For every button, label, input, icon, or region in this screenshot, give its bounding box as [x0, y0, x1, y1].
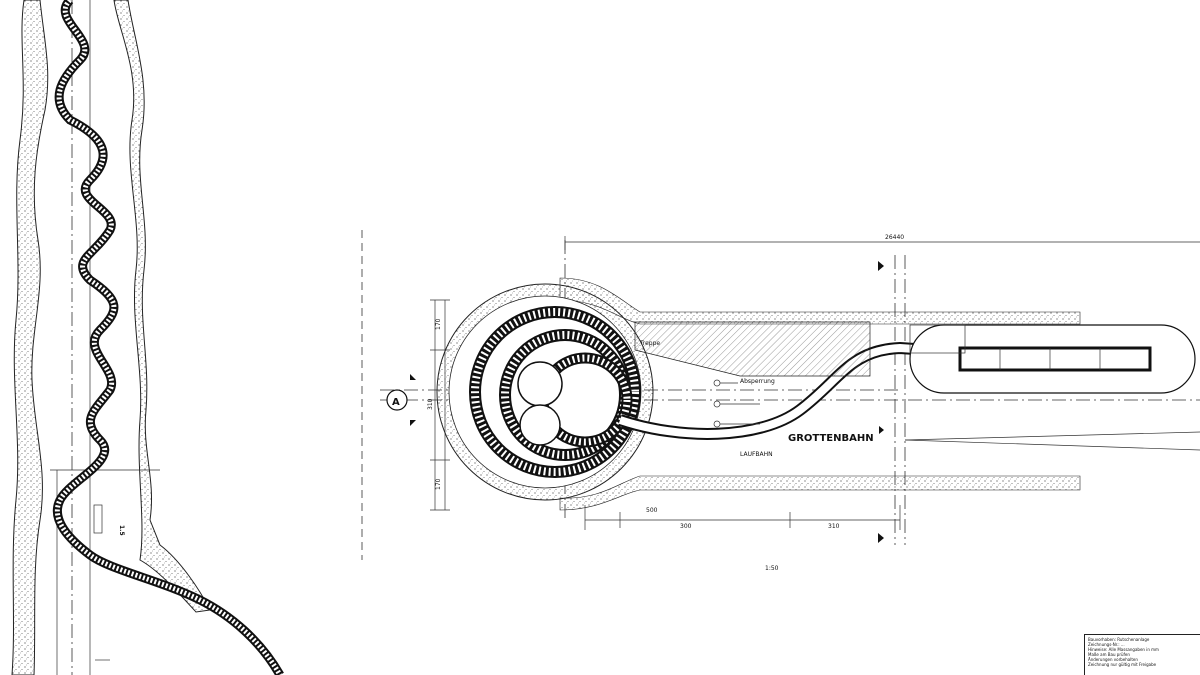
- absperrung-label: Absperrung: [740, 378, 775, 385]
- embankment-left: [11, 0, 49, 675]
- laufbahn-label: LAUFBAHN: [740, 451, 773, 458]
- section-marker-letter: A: [392, 397, 400, 408]
- overall-dimension-label: 26440: [885, 234, 904, 241]
- small-dimension-label: 1.5: [118, 525, 125, 536]
- dim-bottom-1: 500: [646, 507, 658, 514]
- title-line-6: Zeichnung nur gültig mit Freigabe: [1088, 662, 1157, 667]
- border-bottom-stipple: [559, 475, 1081, 511]
- section-marker-circle: [386, 389, 408, 411]
- dim-left-3: 310: [427, 398, 434, 410]
- spiral-tube: [469, 306, 641, 478]
- title-line-3: Hinweise: Alle Massangaben in mm: [1088, 647, 1159, 652]
- dim-left-2: 170: [435, 478, 442, 490]
- title-line-2: Zeichnungs-Nr.: ...: [1088, 642, 1125, 647]
- side-elevation: 1.5: [11, 0, 284, 675]
- plan-view: 26440 170 170 310 A: [361, 230, 1200, 572]
- dim-bottom-2: 300: [680, 523, 692, 530]
- border-top-stipple: [559, 277, 1081, 325]
- title-block: Bauvorhaben: Rutschenanlage Zeichnungs-N…: [1084, 634, 1200, 675]
- stair-label: Treppe: [639, 340, 660, 347]
- title-line-5: Änderungen vorbehalten: [1088, 657, 1138, 662]
- dim-bottom-3: 310: [828, 523, 840, 530]
- grottenbahn-label: GROTTENBAHN: [788, 433, 874, 444]
- embankment-right: [113, 0, 211, 613]
- title-line-1: Bauvorhaben: Rutschenanlage: [1088, 637, 1150, 642]
- stair-region: [634, 321, 871, 377]
- title-line-4: Maße am Bau prüfen: [1088, 652, 1130, 657]
- dim-left-1: 170: [435, 318, 442, 330]
- landing-pool: [909, 324, 1196, 394]
- scale-label: 1:50: [765, 565, 779, 572]
